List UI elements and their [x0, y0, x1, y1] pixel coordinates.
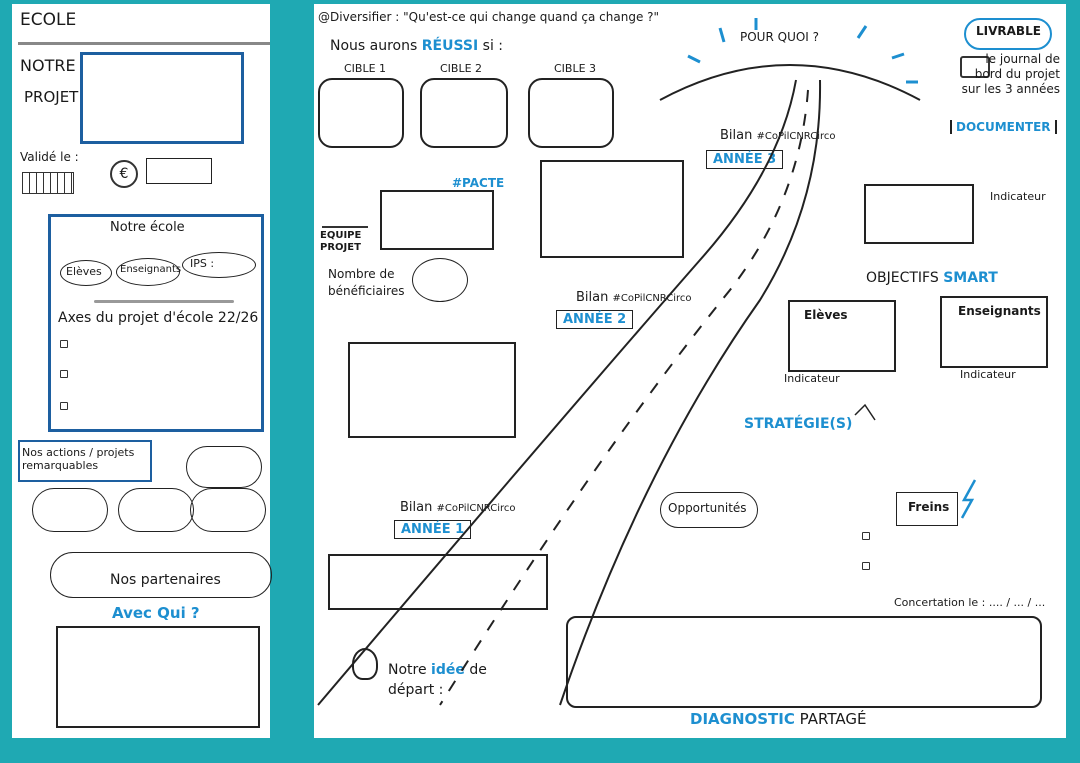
diagnostic-word: DIAGNOSTIC	[690, 710, 795, 728]
cible-3-box[interactable]	[528, 78, 614, 148]
partenaires-box[interactable]	[56, 626, 260, 728]
notre-ecole-label: Notre école	[110, 220, 185, 235]
notre-label: NOTRE	[20, 56, 76, 75]
idee-line: Notre idée de départ :	[388, 660, 528, 700]
obj-eleves-label: Elèves	[804, 308, 848, 322]
livrable-label: LIVRABLE	[976, 24, 1041, 38]
valide-label: Validé le :	[20, 150, 79, 164]
ecole-title: ECOLE	[20, 10, 77, 30]
annee3-tag: ANNÉE 3	[706, 150, 784, 169]
camera-icon	[960, 56, 990, 78]
lightbulb-icon	[352, 648, 378, 680]
documenter-label: DOCUMENTER	[950, 120, 1057, 134]
pacte-label: #PACTE	[452, 176, 505, 190]
euro-icon: €	[110, 160, 138, 188]
cible-1-box[interactable]	[318, 78, 404, 148]
obj-enseignants-label: Enseignants	[958, 304, 1041, 318]
bilan2-word: Bilan	[576, 290, 609, 305]
freins-label: Freins	[908, 500, 950, 514]
reussi-prefix: Nous aurons	[330, 38, 418, 54]
cible-2-box[interactable]	[420, 78, 508, 148]
freins-bullet-2	[862, 562, 870, 570]
axes-divider	[94, 300, 234, 303]
ips-label: IPS :	[190, 257, 215, 270]
freins-tag	[896, 492, 958, 526]
eleves-bubble[interactable]	[60, 260, 112, 286]
bilan3-label: Bilan #CoPilCNRCirco	[720, 128, 836, 143]
cible-2-label: CIBLE 2	[440, 62, 483, 75]
opportunites-label: Opportunités	[668, 501, 747, 515]
cible-3-label: CIBLE 3	[554, 62, 597, 75]
actions-tag	[18, 440, 152, 482]
axes-bullet-3	[60, 402, 68, 410]
cloud-1[interactable]	[186, 446, 262, 488]
cloud-3[interactable]	[118, 488, 194, 532]
journal-label: le journal de bord du projet sur les 3 a…	[961, 52, 1060, 96]
objectifs-word: OBJECTIFS	[866, 270, 939, 286]
team-icon	[322, 192, 368, 228]
reussi-line: Nous aurons RÉUSSI si :	[330, 38, 503, 54]
freins-bullet-1	[862, 532, 870, 540]
bilan1-label: Bilan #CoPilCNRCirco	[400, 500, 516, 515]
bilan2-copil: #CoPilCNRCirco	[612, 293, 692, 304]
obj-enseignants-box[interactable]	[940, 296, 1048, 368]
partage-word: PARTAGÉ	[799, 710, 867, 728]
axes-label: Axes du projet d'école 22/26	[58, 310, 259, 326]
strategie-label: STRATÉGIE(S)	[744, 416, 853, 432]
indicateur-top-label: Indicateur	[990, 190, 1046, 203]
cloud-4[interactable]	[190, 488, 266, 532]
projet-label: PROJET	[24, 88, 79, 106]
reussi-word: RÉUSSI	[421, 38, 479, 54]
beneficiaires-label: Nombre de bénéficiaires	[328, 267, 405, 298]
reussi-suffix: si :	[482, 38, 504, 54]
notre-ecole-frame	[48, 214, 264, 432]
equipe-box[interactable]	[380, 190, 494, 250]
header-quote: @Diversifier : "Qu'est-ce qui change qua…	[318, 10, 660, 24]
cible-1-label: CIBLE 1	[344, 62, 387, 75]
bilan3-word: Bilan	[720, 128, 753, 143]
budget-box[interactable]	[146, 158, 212, 184]
bilan1-copil: #CoPilCNRCirco	[436, 503, 516, 514]
axes-bullet-2	[60, 370, 68, 378]
eleves-label: Elèves	[66, 265, 102, 278]
bilan1-word: Bilan	[400, 500, 433, 515]
smart-word: SMART	[943, 270, 998, 286]
projet-box[interactable]	[80, 52, 244, 144]
equipe-label: EQUIPE PROJET	[320, 230, 362, 253]
axes-bullet-1	[60, 340, 68, 348]
avec-qui-label: Avec Qui ?	[112, 604, 200, 622]
bilan3-copil: #CoPilCNRCirco	[756, 131, 836, 142]
annee1-box[interactable]	[328, 554, 548, 610]
indicateur-eleves-label: Indicateur	[784, 372, 840, 385]
main-panel: @Diversifier : "Qu'est-ce qui change qua…	[314, 4, 1066, 738]
pour-quoi-label: POUR QUOI ?	[740, 30, 820, 44]
beneficiaires-bubble[interactable]	[412, 258, 468, 302]
ips-bubble[interactable]	[182, 252, 256, 278]
partenaires-cloud	[50, 552, 272, 598]
annee3-box[interactable]	[540, 160, 684, 258]
enseignants-label: Enseignants	[120, 264, 182, 275]
annee2-tag: ANNÉE 2	[556, 310, 634, 329]
actions-label: Nos actions / projets remarquables	[22, 446, 135, 472]
partenaires-label: Nos partenaires	[110, 572, 221, 588]
diagnostic-board[interactable]	[566, 616, 1042, 708]
idee-prefix: Notre	[388, 662, 427, 678]
ecole-underline	[18, 42, 270, 45]
calendar-icon	[22, 172, 74, 194]
indicateur-top-box[interactable]	[864, 184, 974, 244]
annee2-box[interactable]	[348, 342, 516, 438]
objectifs-line: OBJECTIFS SMART	[866, 270, 998, 286]
enseignants-bubble[interactable]	[116, 258, 180, 286]
left-panel: ECOLE NOTRE PROJET Validé le : € Notre é…	[12, 4, 272, 738]
diagnostic-line: DIAGNOSTIC PARTAGÉ	[690, 710, 866, 728]
concertation-label: Concertation le : .... / ... / ...	[894, 596, 1046, 609]
bilan2-label: Bilan #CoPilCNRCirco	[576, 290, 692, 305]
idee-word: idée	[431, 662, 465, 678]
indicateur-enseignants-label: Indicateur	[960, 368, 1016, 381]
livrable-cloud	[964, 18, 1052, 50]
cloud-2[interactable]	[32, 488, 108, 532]
annee1-tag: ANNÉE 1	[394, 520, 472, 539]
